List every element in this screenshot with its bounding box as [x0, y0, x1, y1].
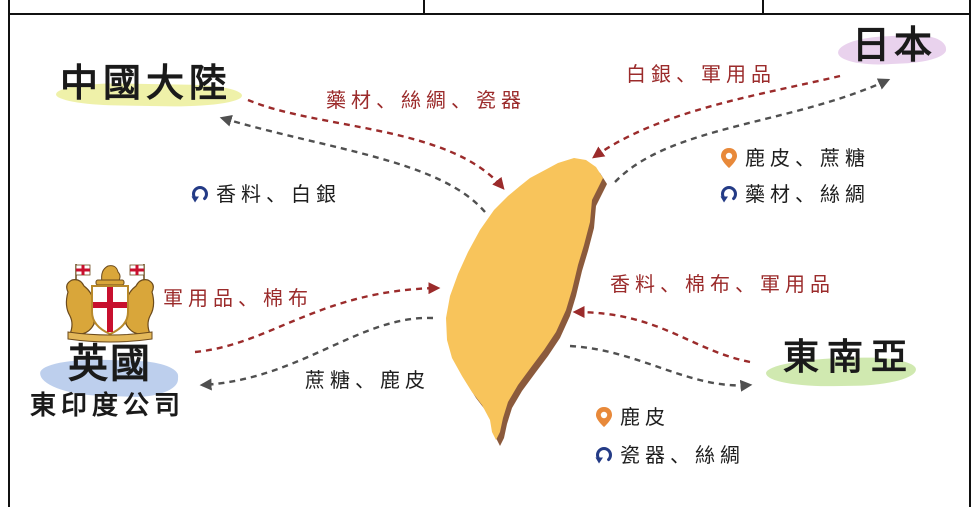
table-border-right [969, 0, 971, 507]
japan-inbound-arrow [592, 74, 841, 159]
japan-label: 日本 [852, 22, 937, 67]
britain-inbound-goods: 軍用品、棉布 [163, 286, 313, 310]
circular-arrow-icon [594, 444, 614, 466]
china-inbound-goods: 藥材、絲綢、瓷器 [326, 88, 526, 112]
southeast-asia-outbound-item: 鹿皮 [594, 405, 670, 429]
table-divider-1 [423, 0, 425, 14]
taiwan-island [446, 158, 607, 446]
japan-outbound-goods-reexport: 藥材、絲綢 [745, 182, 870, 206]
table-border-top [8, 13, 971, 15]
east-india-company-coat-of-arms-icon [65, 264, 155, 343]
china-label: 中國大陸 [60, 60, 233, 105]
circular-arrow-icon [719, 183, 739, 205]
taiwan-island-shape [446, 158, 603, 440]
japan-outbound-arrow [614, 78, 891, 183]
southeast-asia-inbound-goods: 香料、棉布、軍用品 [610, 272, 835, 296]
southeast-asia-outbound-arrow [569, 344, 753, 392]
china-outbound-item: 香料、白銀 [190, 182, 341, 206]
china-outbound-goods: 香料、白銀 [216, 182, 341, 206]
southeast-asia-outbound-item: 瓷器、絲綢 [594, 443, 745, 467]
southeast-asia-outbound-goods-local: 鹿皮 [620, 405, 670, 429]
china-inbound-arrow [247, 98, 505, 190]
britain-label: 英國 [68, 340, 152, 387]
southeast-asia-outbound-goods-reexport: 瓷器、絲綢 [620, 443, 745, 467]
east-india-company-label: 東印度公司 [30, 391, 186, 421]
japan-outbound-item: 鹿皮、蔗糖 [719, 146, 870, 170]
britain-outbound-arrow [199, 316, 434, 391]
britain-inbound-arrow [194, 282, 441, 354]
china-outbound-arrow [219, 114, 486, 213]
southeast-asia-label: 東南亞 [783, 336, 916, 378]
circular-arrow-icon [190, 183, 210, 205]
southeast-asia-inbound-arrow [572, 306, 751, 364]
japan-outbound-goods-local: 鹿皮、蔗糖 [745, 146, 870, 170]
location-pin-icon [594, 406, 614, 428]
table-border-left [8, 0, 10, 507]
japan-outbound-item: 藥材、絲綢 [719, 182, 870, 206]
japan-inbound-goods: 白銀、軍用品 [626, 62, 776, 86]
table-divider-2 [762, 0, 764, 14]
location-pin-icon [719, 147, 739, 169]
britain-outbound-goods: 蔗糖、鹿皮 [305, 368, 430, 392]
